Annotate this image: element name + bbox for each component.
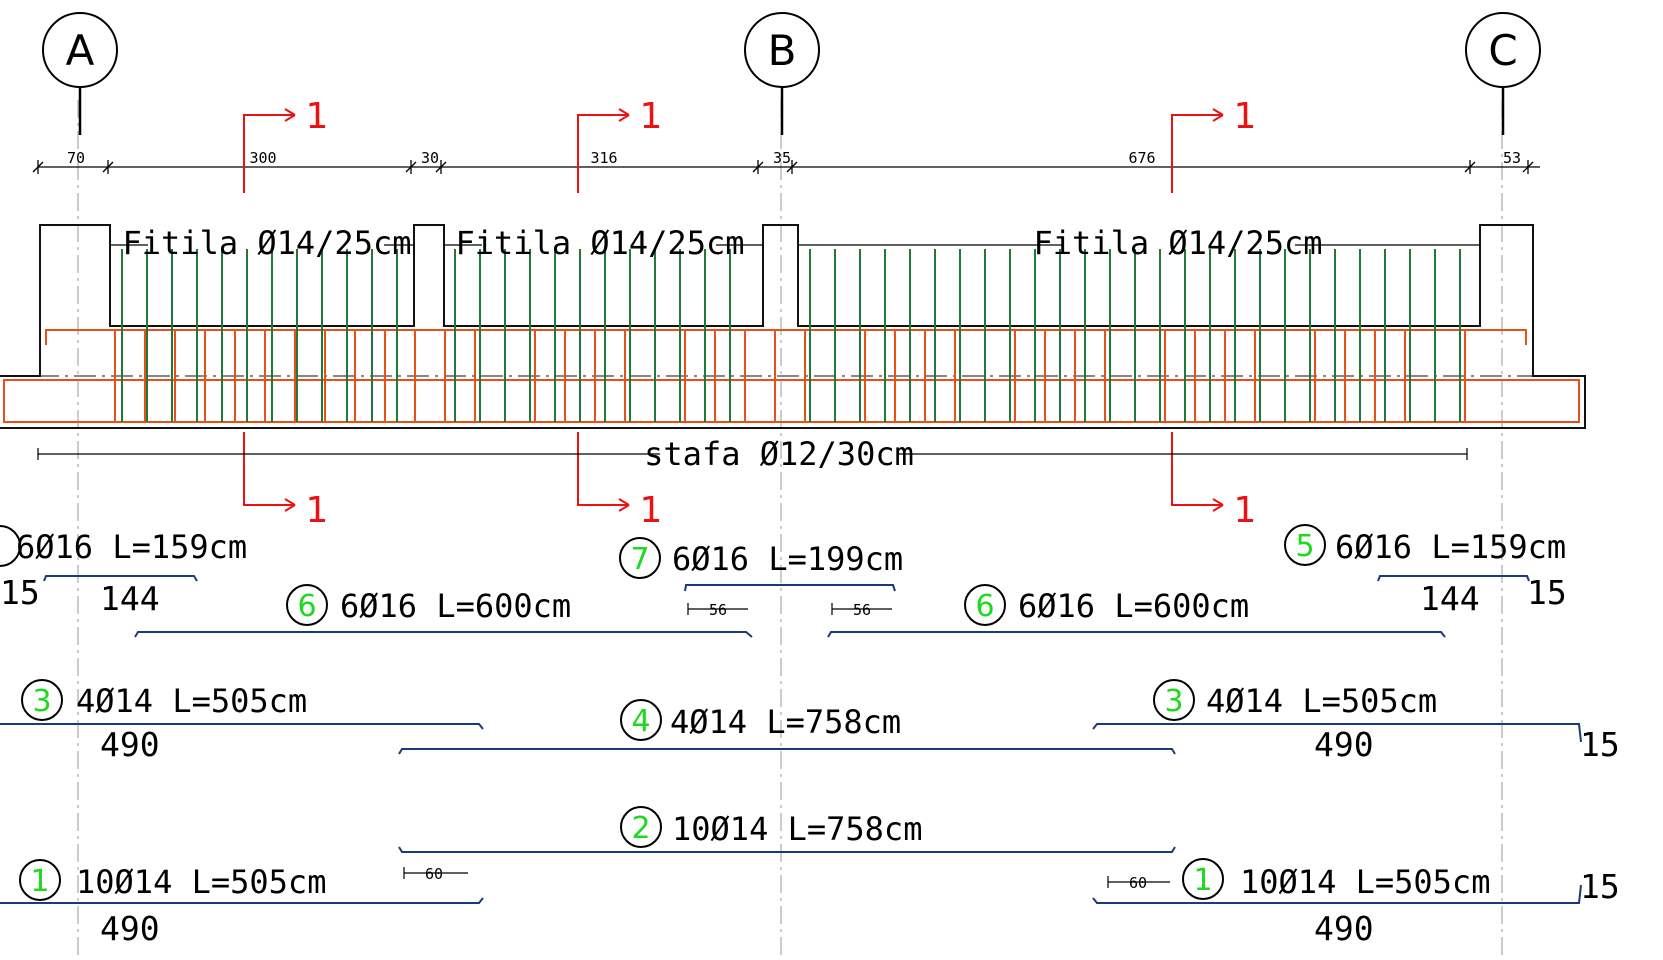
len-3-left: 490 bbox=[100, 725, 160, 764]
dim-30: 30 bbox=[421, 149, 439, 167]
dimension-tick-slash bbox=[752, 161, 764, 173]
dim-300: 300 bbox=[249, 149, 276, 167]
dim-70: 70 bbox=[67, 149, 85, 167]
bar-3-left-text: 4Ø14 L=505cm bbox=[76, 682, 307, 720]
hook-5-right: 15 bbox=[1527, 573, 1567, 612]
section-cut-marks bbox=[243, 108, 1224, 512]
lap-56-right: 56 bbox=[853, 601, 871, 619]
section-cut-labels: 1 1 1 1 1 1 bbox=[306, 96, 1257, 531]
rebar-schedule-lines bbox=[0, 575, 1582, 904]
mark-7: 7 bbox=[630, 542, 649, 577]
dimension-tick-slash bbox=[1464, 161, 1476, 173]
dimension-texts: 70 300 30 316 35 676 53 bbox=[67, 149, 1521, 167]
bar-mark-circles bbox=[0, 524, 1326, 901]
fitila-label-right: Fitila Ø14/25cm bbox=[1034, 224, 1323, 262]
hook-3-right: 15 bbox=[1580, 725, 1620, 764]
dim-35: 35 bbox=[773, 149, 791, 167]
dimension-tick-slash bbox=[32, 161, 44, 173]
bar-descriptions: 6Ø16 L=159cm 6Ø16 L=199cm 6Ø16 L=600cm 6… bbox=[16, 528, 1566, 901]
fitila-labels: Fitila Ø14/25cm Fitila Ø14/25cm Fitila Ø… bbox=[123, 224, 1323, 262]
dimension-tick-slash bbox=[786, 161, 798, 173]
mark-3-left: 3 bbox=[32, 684, 51, 719]
bar-5-left-text: 6Ø16 L=159cm bbox=[16, 528, 247, 566]
mark-5-right: 5 bbox=[1295, 529, 1314, 564]
lap-60-left: 60 bbox=[425, 865, 443, 883]
bar-3-right-text: 4Ø14 L=505cm bbox=[1206, 682, 1437, 720]
bar-5-right-text: 6Ø16 L=159cm bbox=[1335, 528, 1566, 566]
axis-label-a: A bbox=[66, 26, 95, 75]
mark-1-left: 1 bbox=[30, 864, 49, 899]
bar-7-text: 6Ø16 L=199cm bbox=[672, 540, 903, 578]
mark-6-right: 6 bbox=[975, 589, 994, 624]
axis-marker-b: B bbox=[744, 12, 820, 135]
bar-4-text: 4Ø14 L=758cm bbox=[670, 703, 901, 741]
len-1-right: 490 bbox=[1314, 909, 1374, 948]
fitila-bars bbox=[121, 249, 1461, 422]
len-3-right: 490 bbox=[1314, 725, 1374, 764]
bar-mark-numbers: 7 6 6 5 3 3 4 2 1 1 bbox=[30, 529, 1314, 899]
cut-label-3: 1 bbox=[1234, 96, 1257, 137]
fitila-label-left: Fitila Ø14/25cm bbox=[123, 224, 412, 262]
dimension-tick-slash bbox=[435, 161, 447, 173]
axis-centre-lines bbox=[77, 100, 1503, 960]
axis-label-c: C bbox=[1488, 26, 1517, 75]
dimension-tick-slash bbox=[405, 161, 417, 173]
mark-2: 2 bbox=[631, 811, 650, 846]
stirrup-dimension bbox=[37, 448, 1468, 460]
lap-56-left: 56 bbox=[709, 601, 727, 619]
mark-1-right: 1 bbox=[1193, 863, 1212, 898]
lap-60-right: 60 bbox=[1129, 874, 1147, 892]
bar-2-text: 10Ø14 L=758cm bbox=[672, 810, 922, 848]
fitila-label-middle: Fitila Ø14/25cm bbox=[456, 224, 745, 262]
mark-3-right: 3 bbox=[1164, 684, 1183, 719]
dimension-chain bbox=[32, 160, 1540, 174]
cut-label-5: 1 bbox=[640, 490, 663, 531]
dimension-tick-slash bbox=[1522, 161, 1534, 173]
bar-1-left-text: 10Ø14 L=505cm bbox=[76, 863, 326, 901]
hook-1-right: 15 bbox=[1580, 867, 1620, 906]
len-5-left: 144 bbox=[100, 579, 160, 618]
axis-label-b: B bbox=[768, 26, 797, 75]
dim-676: 676 bbox=[1128, 149, 1155, 167]
lap-markers bbox=[403, 603, 1170, 888]
bar-6-right-text: 6Ø16 L=600cm bbox=[1018, 587, 1249, 625]
mark-6-left: 6 bbox=[297, 589, 316, 624]
dimension-tick-slash bbox=[102, 161, 114, 173]
len-5-right: 144 bbox=[1420, 579, 1480, 618]
axis-marker-a: A bbox=[42, 12, 118, 135]
cut-label-4: 1 bbox=[306, 490, 329, 531]
dim-316: 316 bbox=[590, 149, 617, 167]
mark-4: 4 bbox=[631, 704, 650, 739]
hook-5-left: 15 bbox=[0, 573, 40, 612]
dim-53: 53 bbox=[1503, 149, 1521, 167]
cut-label-2: 1 bbox=[640, 96, 663, 137]
lap-texts: 56 56 60 60 bbox=[425, 601, 1147, 892]
len-1-left: 490 bbox=[100, 909, 160, 948]
cut-label-6: 1 bbox=[1234, 490, 1257, 531]
cut-label-1: 1 bbox=[306, 96, 329, 137]
bar-1-right-text: 10Ø14 L=505cm bbox=[1240, 863, 1490, 901]
bar-6-left-text: 6Ø16 L=600cm bbox=[340, 587, 571, 625]
bar-length-values: 15 144 144 15 490 490 15 490 490 15 bbox=[0, 573, 1620, 948]
axis-marker-c: C bbox=[1465, 12, 1541, 135]
stirrup-label: stafa Ø12/30cm bbox=[644, 435, 914, 473]
